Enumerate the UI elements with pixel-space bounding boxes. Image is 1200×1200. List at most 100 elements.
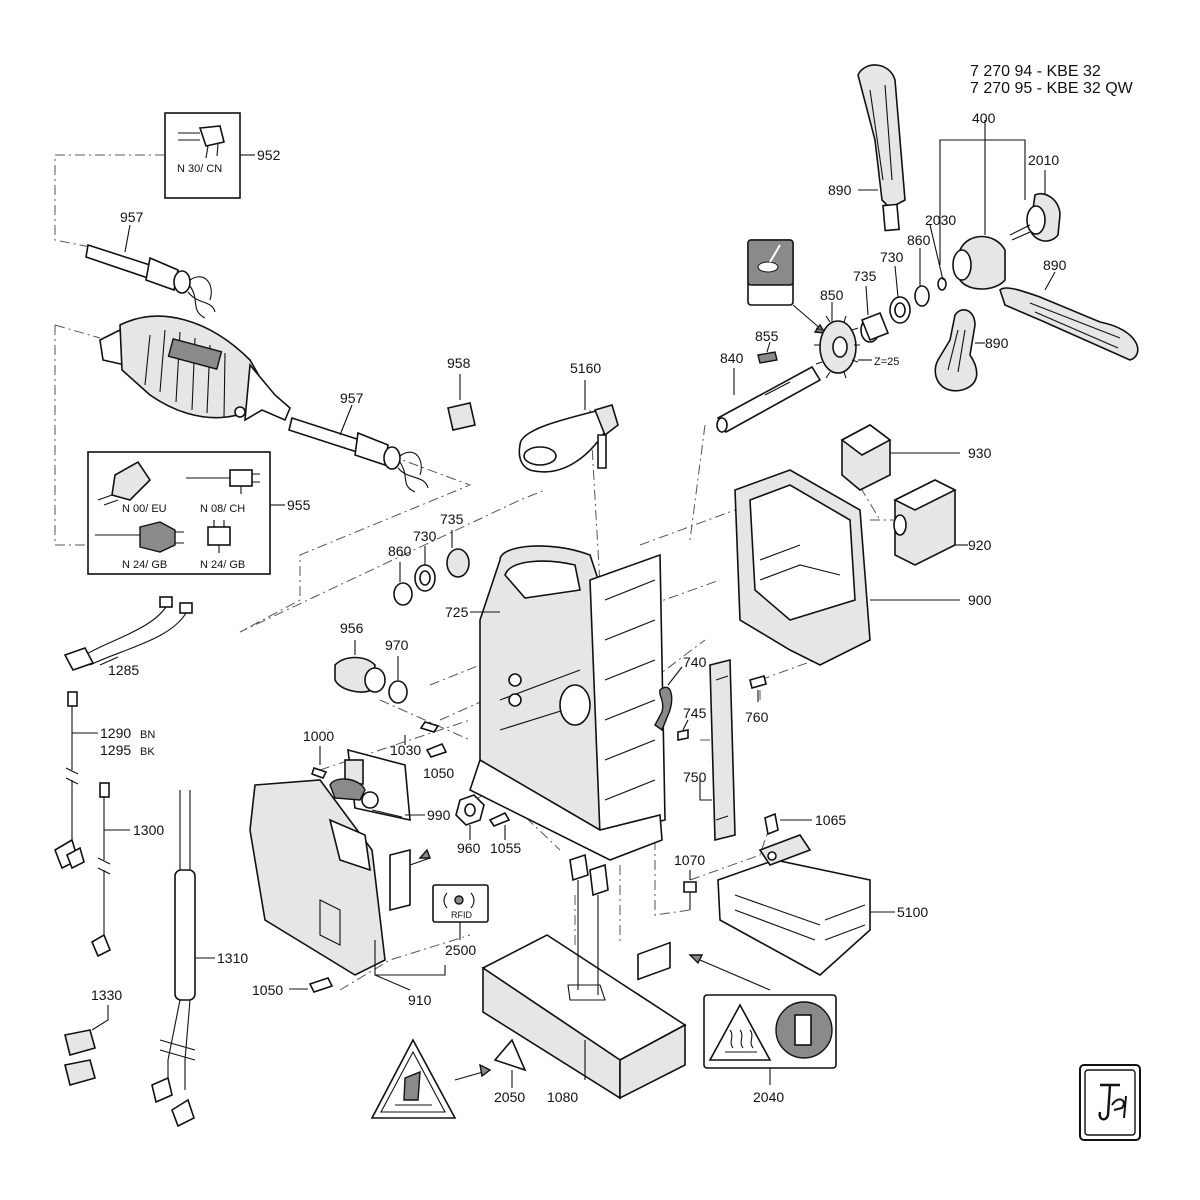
model-number-line-1: 7 270 94 - KBE 32 [970, 63, 1101, 80]
part-1330-connectors: 1330 [64, 987, 122, 1086]
plug-n24b-label: N 24/ GB [200, 559, 245, 571]
part-number-990: 990 [427, 807, 451, 823]
part-number-930: 930 [968, 445, 992, 461]
part-850-gear: 850 Z=25 [814, 287, 899, 379]
part-890-handle-lower: 890 [934, 309, 1009, 392]
part-number-1330: 1330 [91, 987, 122, 1003]
part-number-920: 920 [968, 537, 992, 553]
part-number-890-lower: 890 [985, 335, 1009, 351]
part-bushing-set-left: 735 730 860 [388, 511, 470, 606]
part-958-connector: 958 [447, 355, 476, 431]
part-957-power-cord-lower: 957 [288, 390, 429, 493]
part-number-1295: 1295 [100, 742, 131, 758]
part-5100-guard: 5100 [717, 834, 928, 976]
model-number-line-2: 7 270 95 - KBE 32 QW [970, 80, 1133, 97]
part-number-860-left: 860 [388, 543, 412, 559]
part-number-1300: 1300 [133, 822, 164, 838]
part-screws-group: 1000 1030 1050 [303, 721, 454, 781]
part-number-1055: 1055 [490, 840, 521, 856]
part-5160-bracket: 5160 [518, 360, 619, 473]
part-number-1050-lower: 1050 [252, 982, 283, 998]
part-number-725: 725 [445, 604, 469, 620]
part-number-730-left: 730 [413, 528, 437, 544]
part-930-switch: 930 [840, 424, 992, 491]
part-890-handle-right: 890 [999, 257, 1139, 361]
part-number-1310: 1310 [217, 950, 248, 966]
part-920-switch: 920 [893, 479, 992, 566]
part-2040-hot-surface-label: 2040 [688, 954, 837, 1105]
part-number-1290: 1290 [100, 725, 131, 741]
part-number-745: 745 [683, 705, 707, 721]
motor-assembly [99, 315, 291, 422]
plug-n24a-label: N 24/ GB [122, 559, 167, 571]
part-760-screw: 760 [745, 675, 769, 725]
part-2050-warning-label: 2050 [370, 1038, 527, 1119]
plug-n08-label: N 08/ CH [200, 503, 245, 515]
part-number-1050-upper: 1050 [423, 765, 454, 781]
part-855-key: 855 [755, 328, 779, 364]
part-2500-rfid-label: RFID 2500 [432, 884, 489, 958]
part-957-power-cord-upper: 957 [85, 209, 216, 319]
part-number-2050: 2050 [494, 1089, 525, 1105]
part-number-840: 840 [720, 350, 744, 366]
part-890-handle-upper: 890 [828, 64, 906, 232]
part-number-750: 750 [683, 769, 707, 785]
part-number-1000: 1000 [303, 728, 334, 744]
part-956-strain-relief: 956 970 [334, 620, 409, 704]
part-2010-knob: 2010 [1009, 152, 1061, 242]
part-number-960: 960 [457, 840, 481, 856]
wire-color-bk: BK [140, 746, 155, 758]
part-1310-cable: 1310 [151, 790, 248, 1128]
part-910-cover: 910 [249, 779, 446, 1008]
part-990-circuit-board: 990 [329, 748, 451, 823]
part-1080-magnetic-base: 1080 [481, 853, 687, 1105]
part-1300-wire: 1300 [90, 782, 164, 958]
part-900-switch-housing: 900 [734, 469, 992, 666]
part-960-nut: 960 [455, 794, 485, 856]
part-1070-screw: 1070 [674, 852, 705, 910]
part-745-screw: 745 [677, 705, 707, 741]
part-number-890-right: 890 [1043, 257, 1067, 273]
part-725-main-housing: 725 [445, 545, 666, 861]
part-number-855: 855 [755, 328, 779, 344]
part-number-910: 910 [408, 992, 432, 1008]
lubrication-icon [747, 239, 827, 334]
part-number-890-upper: 890 [828, 182, 852, 198]
wire-color-bn: BN [140, 729, 155, 741]
part-952-plug-n30: N 30/ CN 952 [164, 112, 281, 199]
part-number-1080: 1080 [547, 1089, 578, 1105]
part-number-400: 400 [972, 110, 996, 126]
part-bushing-set-right: 735 730 860 [853, 232, 947, 343]
part-number-730-right: 730 [880, 249, 904, 265]
part-number-952: 952 [257, 147, 281, 163]
part-number-956: 956 [340, 620, 364, 636]
part-1285-wire-harness: 1285 [63, 596, 193, 678]
part-number-958: 958 [447, 355, 471, 371]
part-number-900: 900 [968, 592, 992, 608]
part-840-shaft: 840 [716, 350, 822, 434]
part-number-957-lower: 957 [340, 390, 364, 406]
part-number-970: 970 [385, 637, 409, 653]
part-740-spring: 740 [654, 654, 707, 732]
part-number-2040: 2040 [753, 1089, 784, 1105]
part-number-1070: 1070 [674, 852, 705, 868]
part-number-957-upper: 957 [120, 209, 144, 225]
part-number-2030: 2030 [925, 212, 956, 228]
part-number-735-left: 735 [440, 511, 464, 527]
part-1065-screw: 1065 [764, 812, 846, 836]
plug-n00-label: N 00/ EU [122, 503, 167, 515]
plug-n30-label: N 30/ CN [177, 163, 222, 175]
fein-logo [1079, 1064, 1141, 1141]
rfid-label-text: RFID [451, 910, 472, 920]
part-number-1285: 1285 [108, 662, 139, 678]
part-number-2500: 2500 [445, 942, 476, 958]
part-number-860-right: 860 [907, 232, 931, 248]
part-1050-screw-lower: 1050 [252, 977, 334, 998]
part-400-hub: 400 2030 [925, 110, 1026, 290]
gear-tooth-count: Z=25 [874, 356, 899, 368]
part-number-2010: 2010 [1028, 152, 1059, 168]
part-number-735-right: 735 [853, 268, 877, 284]
part-1055-screw: 1055 [488, 811, 521, 856]
part-number-740: 740 [683, 654, 707, 670]
